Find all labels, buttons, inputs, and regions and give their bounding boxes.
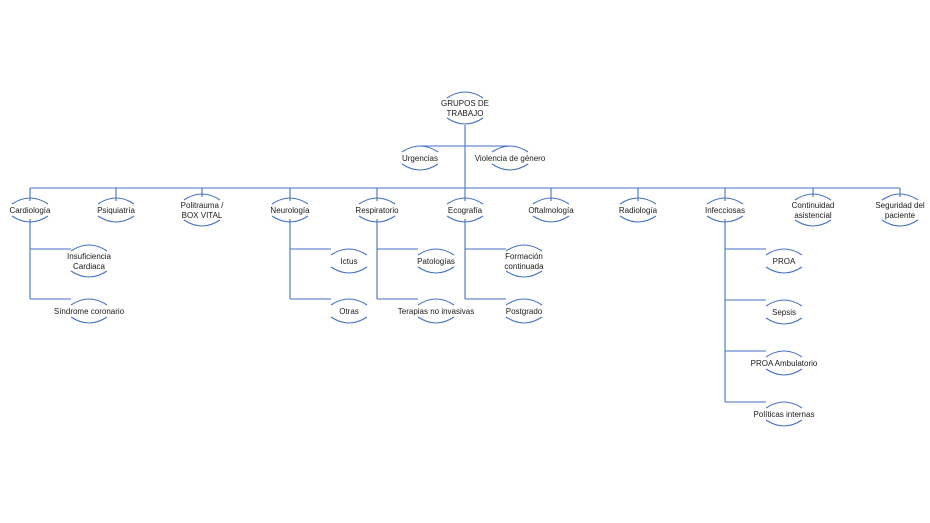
node-arc-top bbox=[765, 248, 803, 256]
node-arc-bottom bbox=[532, 215, 570, 223]
node-label: Postgrado bbox=[506, 307, 543, 316]
node-arc-bottom bbox=[765, 266, 803, 274]
node-arc-top bbox=[765, 299, 803, 307]
node-arc-top bbox=[446, 91, 484, 99]
node-label: Cardiaca bbox=[73, 262, 106, 271]
node-psiquiatria: Psiquiatría bbox=[97, 197, 135, 223]
node-label: Políticas internas bbox=[754, 410, 815, 419]
node-label: Sepsis bbox=[772, 308, 796, 317]
node-arc-bottom bbox=[765, 368, 803, 376]
node-arc-top bbox=[70, 244, 108, 252]
node-arc-top bbox=[505, 298, 543, 306]
node-label: Seguridad del bbox=[875, 201, 925, 210]
node-arc-bottom bbox=[417, 316, 455, 324]
node-neurologia: Neurología bbox=[270, 197, 310, 223]
node-label: Síndrome coronario bbox=[54, 307, 125, 316]
node-arc-bottom bbox=[491, 163, 529, 171]
node-ecografia-child: Postgrado bbox=[505, 298, 543, 324]
node-arc-bottom bbox=[794, 219, 832, 227]
node-label: Formación bbox=[505, 252, 543, 261]
node-label: Cardiología bbox=[10, 206, 51, 215]
node-label: Urgencias bbox=[402, 154, 438, 163]
node-label: Ecografía bbox=[448, 206, 483, 215]
node-label: Terapias no invasivas bbox=[398, 307, 474, 316]
node-label: continuada bbox=[504, 262, 544, 271]
node-arc-top bbox=[505, 244, 543, 252]
node-label: PROA bbox=[773, 257, 796, 266]
node-arc-top bbox=[491, 145, 529, 153]
node-violencia: Violencia de género bbox=[475, 145, 546, 171]
node-infecciosas-child: Sepsis bbox=[765, 299, 803, 325]
node-arc-bottom bbox=[97, 215, 135, 223]
node-arc-top bbox=[401, 145, 439, 153]
node-label: TRABAJO bbox=[447, 109, 484, 118]
node-label: Neurología bbox=[270, 206, 310, 215]
node-label: Patologías bbox=[417, 257, 455, 266]
node-arc-bottom bbox=[401, 163, 439, 171]
node-arc-top bbox=[765, 401, 803, 409]
node-arc-bottom bbox=[619, 215, 657, 223]
node-cardiologia-child: Síndrome coronario bbox=[54, 298, 125, 324]
node-infecciosas-child: PROA Ambulatorio bbox=[751, 350, 818, 376]
node-label: Otras bbox=[339, 307, 359, 316]
node-infecciosas-child: Políticas internas bbox=[754, 401, 815, 427]
node-neurologia-child: Otras bbox=[330, 298, 368, 324]
node-politrauma: Politrauma /BOX VITAL bbox=[181, 193, 224, 227]
node-arc-bottom bbox=[765, 317, 803, 325]
node-arc-bottom bbox=[881, 219, 919, 227]
node-arc-top bbox=[765, 350, 803, 358]
node-label: Oftalmología bbox=[528, 206, 574, 215]
node-cardiologia: Cardiología bbox=[10, 197, 51, 223]
node-arc-bottom bbox=[183, 219, 221, 227]
node-infecciosas: Infecciosas bbox=[705, 197, 745, 223]
node-label: Violencia de género bbox=[475, 154, 546, 163]
node-arc-bottom bbox=[330, 316, 368, 324]
node-arc-top bbox=[417, 248, 455, 256]
node-label: Ictus bbox=[341, 257, 358, 266]
node-arc-bottom bbox=[330, 266, 368, 274]
node-infecciosas-child: PROA bbox=[765, 248, 803, 274]
node-respiratorio-child: Terapias no invasivas bbox=[398, 298, 474, 324]
node-arc-bottom bbox=[70, 316, 108, 324]
node-arc-top bbox=[330, 298, 368, 306]
node-arc-bottom bbox=[446, 117, 484, 125]
node-respiratorio: Respiratorio bbox=[355, 197, 399, 223]
node-label: Politrauma / bbox=[181, 201, 224, 210]
node-label: Continuidad bbox=[792, 201, 835, 210]
node-label: Psiquiatría bbox=[97, 206, 135, 215]
node-arc-bottom bbox=[417, 266, 455, 274]
node-label: PROA Ambulatorio bbox=[751, 359, 818, 368]
node-respiratorio-child: Patologías bbox=[417, 248, 455, 274]
node-arc-bottom bbox=[505, 316, 543, 324]
node-label: asistencial bbox=[794, 211, 832, 220]
node-label: Respiratorio bbox=[355, 206, 399, 215]
node-ecografia: Ecografía bbox=[446, 197, 484, 223]
node-label: Infecciosas bbox=[705, 206, 745, 215]
node-arc-bottom bbox=[505, 270, 543, 278]
node-neurologia-child: Ictus bbox=[330, 248, 368, 274]
node-radiologia: Radiología bbox=[619, 197, 658, 223]
node-label: BOX VITAL bbox=[182, 211, 223, 220]
node-label: Insuficiencia bbox=[67, 252, 112, 261]
node-arc-top bbox=[70, 298, 108, 306]
node-label: paciente bbox=[885, 211, 916, 220]
node-arc-top bbox=[330, 248, 368, 256]
node-arc-bottom bbox=[70, 270, 108, 278]
node-label: Radiología bbox=[619, 206, 658, 215]
node-arc-top bbox=[417, 298, 455, 306]
node-oftalmologia: Oftalmología bbox=[528, 197, 574, 223]
node-urgencias: Urgencias bbox=[401, 145, 439, 171]
node-label: GRUPOS DE bbox=[441, 99, 489, 108]
node-arc-bottom bbox=[765, 419, 803, 427]
